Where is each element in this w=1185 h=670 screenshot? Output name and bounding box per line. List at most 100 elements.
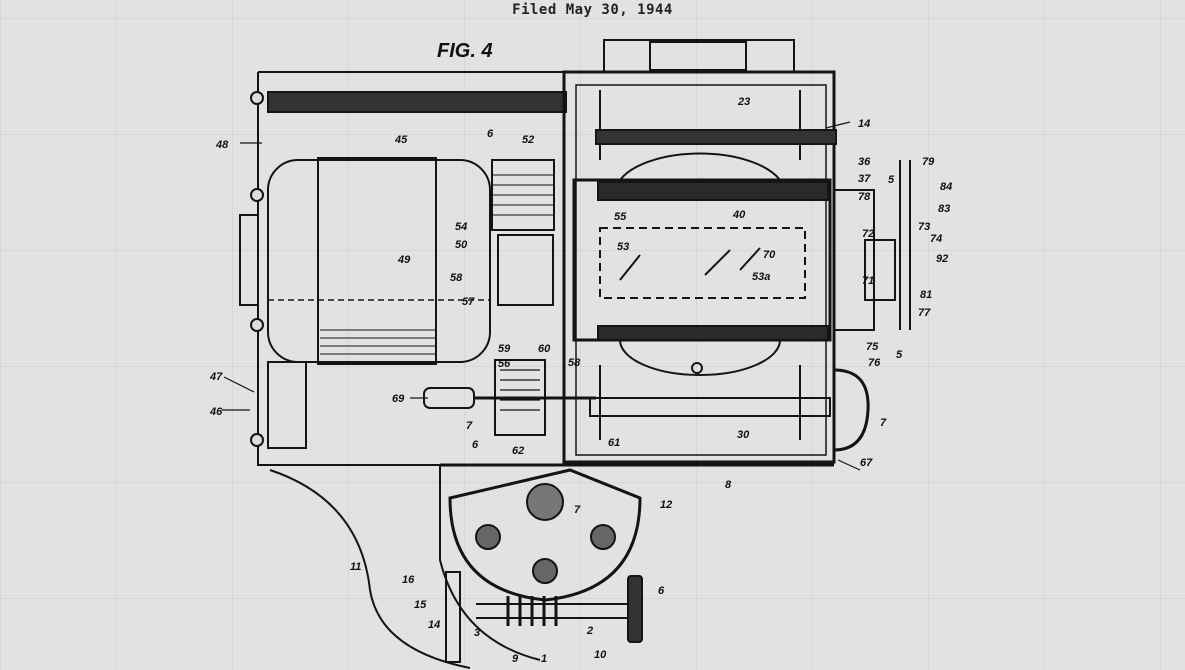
handle-grip bbox=[423, 387, 475, 409]
ref-70: 70 bbox=[763, 249, 776, 261]
ref-40: 40 bbox=[732, 209, 746, 221]
worm-knob bbox=[627, 575, 643, 643]
ref-72: 72 bbox=[862, 228, 874, 240]
ref-3: 3 bbox=[474, 627, 480, 639]
arm-outer bbox=[269, 469, 471, 669]
top-knob bbox=[649, 41, 747, 71]
motor-housing bbox=[267, 159, 491, 363]
ref-6: 6 bbox=[658, 585, 665, 597]
lower-spool-arc bbox=[619, 339, 781, 376]
ref-78: 78 bbox=[858, 191, 871, 203]
aperture-bottom-bar bbox=[597, 325, 829, 341]
ref-5: 5 bbox=[896, 349, 903, 361]
lower-spool-flanges bbox=[599, 365, 801, 440]
figure-title: FIG. 4 bbox=[437, 40, 493, 62]
right-knob bbox=[833, 368, 870, 452]
ref-45: 45 bbox=[394, 134, 408, 146]
sector-hole bbox=[475, 524, 501, 550]
ref-59: 59 bbox=[498, 343, 511, 355]
ref-79: 79 bbox=[922, 156, 935, 168]
top-housing bbox=[603, 39, 795, 73]
ref-77: 77 bbox=[918, 307, 931, 319]
ref-71: 71 bbox=[862, 275, 874, 287]
ref-49: 49 bbox=[397, 254, 411, 266]
ref-60: 60 bbox=[538, 343, 551, 355]
ref-36: 36 bbox=[858, 156, 871, 168]
ref-6: 6 bbox=[487, 128, 494, 140]
motor-core bbox=[317, 157, 437, 365]
ref-7: 7 bbox=[880, 417, 887, 429]
lower-spool-shaft bbox=[589, 397, 831, 417]
left-frame bbox=[257, 72, 440, 466]
spindle-hole bbox=[691, 362, 703, 374]
lower-plate bbox=[267, 361, 307, 449]
frame-bolt bbox=[250, 433, 264, 447]
ref-2: 2 bbox=[586, 625, 593, 637]
ref-7: 7 bbox=[466, 420, 473, 432]
lower-gear-hatching bbox=[500, 369, 540, 411]
ref-12: 12 bbox=[660, 499, 672, 511]
ref-11: 11 bbox=[350, 561, 361, 573]
top-bar bbox=[267, 91, 567, 113]
ref-47: 47 bbox=[209, 371, 223, 383]
ref-48: 48 bbox=[215, 139, 229, 151]
ref-75: 75 bbox=[866, 341, 879, 353]
worm-shaft bbox=[476, 603, 640, 619]
leader-lines bbox=[222, 121, 861, 471]
right-mechanism bbox=[833, 189, 875, 331]
ref-6: 6 bbox=[472, 439, 479, 451]
ref-57: 57 bbox=[462, 296, 475, 308]
ref-61: 61 bbox=[608, 437, 620, 449]
scale-post bbox=[445, 571, 461, 663]
aperture-frame bbox=[572, 178, 832, 342]
ref-14: 14 bbox=[428, 619, 440, 631]
sector-pivot bbox=[526, 483, 564, 521]
ref-8: 8 bbox=[725, 479, 732, 491]
aperture-top-bar bbox=[597, 181, 829, 201]
ref-7: 7 bbox=[574, 504, 581, 516]
frame-bolt bbox=[250, 188, 264, 202]
ref-81: 81 bbox=[920, 289, 932, 301]
ref-50: 50 bbox=[455, 239, 468, 251]
ref-16: 16 bbox=[402, 574, 415, 586]
ref-84: 84 bbox=[940, 181, 952, 193]
ref-53a: 53a bbox=[752, 271, 770, 283]
ref-55: 55 bbox=[614, 211, 627, 223]
ref-73: 73 bbox=[918, 221, 930, 233]
ref-92: 92 bbox=[936, 253, 948, 265]
ref-1: 1 bbox=[541, 653, 547, 665]
ref-56: 56 bbox=[498, 358, 511, 370]
ref-9: 9 bbox=[512, 653, 519, 665]
right-gear bbox=[864, 239, 896, 301]
film-gate bbox=[599, 227, 806, 299]
side-plate bbox=[239, 214, 259, 306]
ref-58: 58 bbox=[568, 357, 581, 369]
filed-date: Filed May 30, 1944 bbox=[512, 2, 673, 18]
motor-hatching bbox=[320, 329, 436, 355]
worm-thread bbox=[506, 596, 558, 626]
ref-37: 37 bbox=[858, 173, 871, 185]
ref-53: 53 bbox=[617, 241, 629, 253]
upper-spool-flanges bbox=[599, 90, 801, 160]
ref-5: 5 bbox=[888, 174, 895, 186]
ref-58: 58 bbox=[450, 272, 463, 284]
frame-bolt bbox=[250, 91, 264, 105]
film-hatch bbox=[619, 247, 761, 281]
upper-spool-arc bbox=[619, 152, 781, 181]
ref-54: 54 bbox=[455, 221, 467, 233]
ref-46: 46 bbox=[209, 406, 223, 418]
ref-23: 23 bbox=[737, 96, 750, 108]
ref-67: 67 bbox=[860, 457, 873, 469]
sector-hole bbox=[590, 524, 616, 550]
sector-hole bbox=[532, 558, 558, 584]
right-rod bbox=[899, 160, 911, 330]
ref-62: 62 bbox=[512, 445, 524, 457]
ref-76: 76 bbox=[868, 357, 881, 369]
gear-hatching bbox=[492, 174, 554, 216]
ref-14: 14 bbox=[858, 118, 870, 130]
ref-15: 15 bbox=[414, 599, 427, 611]
ref-74: 74 bbox=[930, 233, 942, 245]
arm-inner bbox=[439, 465, 541, 661]
ref-69: 69 bbox=[392, 393, 405, 405]
